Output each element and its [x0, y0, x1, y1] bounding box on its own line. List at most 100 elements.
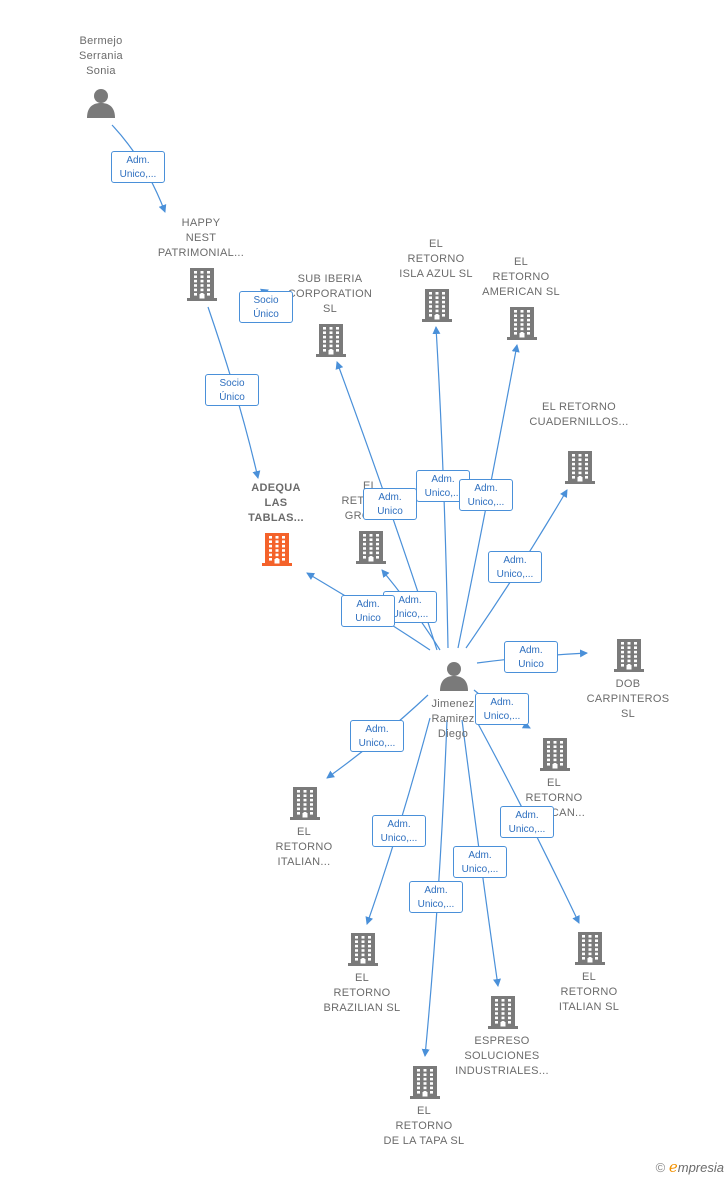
node-label-line: RETORNO — [492, 271, 550, 283]
building-icon[interactable] — [410, 1065, 440, 1104]
edge-label-line: Adm. — [503, 555, 527, 566]
node-label-line: Bermejo — [79, 35, 123, 47]
node-label-line: RETORNO — [407, 253, 465, 265]
person-icon[interactable] — [439, 661, 469, 696]
edge-label-jimenez-to-adequa[interactable]: Adm. Unico — [341, 595, 395, 627]
edge-label-jimenez-to-espreso[interactable]: Adm.Unico,... — [453, 846, 507, 878]
edge-label-jimenez-to-mexican[interactable]: Adm.Unico,... — [475, 693, 529, 725]
building-icon[interactable] — [507, 306, 537, 345]
edge-label-line: Unico,... — [496, 569, 534, 580]
node-label-line: Ramirez — [431, 713, 475, 725]
node-label-line: RETORNO — [333, 987, 391, 999]
node-label-line: Jimenez — [431, 698, 475, 710]
node-label-line: SL — [620, 708, 636, 720]
node-label-line: EL — [354, 972, 370, 984]
node-label[interactable]: EL RETORNO AMERICAN SL — [456, 255, 586, 300]
edge-label-jimenez-to-tapa[interactable]: Adm.Unico,... — [409, 881, 463, 913]
node-label-line: EL — [416, 1105, 432, 1117]
edge-label-bermejo-to-happy[interactable]: Adm.Unico,... — [111, 151, 165, 183]
building-icon[interactable] — [540, 737, 570, 776]
node-label[interactable]: EL RETORNO BRAZILIAN SL — [297, 971, 427, 1016]
edge-label-jimenez-to-subiberia[interactable]: Adm.Unico — [363, 488, 417, 520]
edge-label-line: Unico,... — [461, 864, 499, 875]
edge-label-line: Unico — [518, 659, 544, 670]
edge-label-line: Adm. — [365, 724, 389, 735]
node-label-line: DE LA TAPA SL — [383, 1135, 465, 1147]
edge-label-jimenez-to-dob[interactable]: Adm.Unico — [504, 641, 558, 673]
building-icon[interactable] — [356, 530, 386, 569]
node-label[interactable]: HAPPY NEST PATRIMONIAL... — [136, 216, 266, 261]
node-label-line: EL — [581, 971, 597, 983]
node-label[interactable]: EL RETORNO DE LA TAPA SL — [359, 1104, 489, 1149]
edge-label-line: Socio — [219, 378, 245, 389]
node-label-line: Diego — [437, 728, 469, 740]
node-label[interactable]: DOB CARPINTEROS SL — [563, 677, 693, 722]
node-label-line: ADEQUA — [251, 482, 301, 494]
edge-label-line: Único — [219, 392, 245, 403]
building-icon[interactable] — [422, 288, 452, 327]
building-icon[interactable] — [348, 932, 378, 971]
edge-label-jimenez-to-italian2[interactable]: Adm.Unico,... — [500, 806, 554, 838]
node-label-line: CARPINTEROS — [586, 693, 670, 705]
node-label-line: HAPPY — [181, 217, 221, 229]
node-label-line: BRAZILIAN SL — [323, 1002, 401, 1014]
edge-label-jimenez-to-cuadernillos[interactable]: Adm. Unico,... — [488, 551, 542, 583]
edge-label-line: Unico,... — [119, 169, 157, 180]
node-label-line: CUADERNILLOS... — [529, 416, 629, 428]
node-label-line: AMERICAN SL — [482, 286, 560, 298]
node-label[interactable]: EL RETORNO ITALIAN... — [239, 825, 369, 870]
edge-label-line: Unico,... — [508, 824, 546, 835]
node-label-line: Sonia — [86, 65, 116, 77]
building-icon[interactable] — [262, 532, 292, 571]
edge-label-jimenez-to-american[interactable]: Adm.Unico,... — [459, 479, 513, 511]
brand-initial: e — [668, 1158, 678, 1176]
edge-label-line: Adm. — [398, 595, 422, 606]
node-label-line: SL — [322, 303, 338, 315]
edge-label-jimenez-to-italian1[interactable]: Adm.Unico,... — [350, 720, 404, 752]
brand-name: mpresia — [677, 1160, 724, 1175]
building-icon[interactable] — [290, 786, 320, 825]
person-icon[interactable] — [86, 88, 116, 123]
building-icon[interactable] — [565, 450, 595, 489]
node-label-line: RETORNO — [395, 1120, 453, 1132]
node-label-line: INDUSTRIALES... — [455, 1065, 549, 1077]
node-label-line: NEST — [185, 232, 217, 244]
building-icon[interactable] — [187, 267, 217, 306]
node-label-line: ISLA AZUL SL — [399, 268, 473, 280]
node-label-line: EL — [513, 256, 529, 268]
node-label-line: TABLAS... — [248, 512, 304, 524]
building-icon[interactable] — [488, 995, 518, 1034]
node-label-line: EL — [546, 777, 562, 789]
edge-label-line: Adm. — [356, 599, 380, 610]
brand-logo[interactable]: © empresia — [656, 1158, 724, 1176]
building-icon[interactable] — [316, 323, 346, 362]
edge-label-line: Adm. — [424, 885, 448, 896]
node-label-line: ESPRESO — [474, 1035, 530, 1047]
node-label-line: ITALIAN... — [277, 856, 331, 868]
edge-label-line: Adm. — [387, 819, 411, 830]
edge-label-jimenez-to-brazilian[interactable]: Adm. Unico,... — [372, 815, 426, 847]
node-label-line: RETORNO — [275, 841, 333, 853]
building-icon[interactable] — [614, 638, 644, 677]
edge-label-line: Socio — [253, 295, 279, 306]
node-label-line: Serrania — [79, 50, 123, 62]
node-label-line: PATRIMONIAL... — [157, 247, 245, 259]
edge-label-line: Unico,... — [483, 711, 521, 722]
edge-label-line: Unico,... — [380, 833, 418, 844]
building-icon[interactable] — [575, 931, 605, 970]
node-label-line: EL — [296, 826, 312, 838]
node-label-line: DOB — [615, 678, 641, 690]
edge-label-line: Unico — [355, 613, 381, 624]
edge-label-line: Adm. — [474, 483, 498, 494]
